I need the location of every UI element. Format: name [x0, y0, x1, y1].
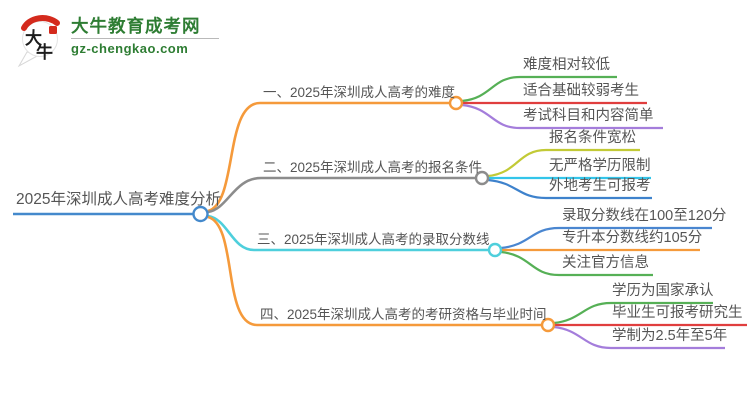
- logo-mark-char1: 大: [25, 28, 42, 48]
- branch-4-sub-1-label[interactable]: 学历为国家承认: [612, 283, 714, 299]
- logo-divider: [71, 38, 219, 39]
- branch-1-sub-2-label[interactable]: 适合基础较弱考生: [523, 83, 639, 99]
- edge-root-branch-3: [207, 214, 255, 252]
- edge-branch-3-sub-1: [500, 226, 712, 250]
- branch-3-sub-1-label[interactable]: 录取分数线在100至120分: [562, 208, 727, 224]
- branch-2-node-handle[interactable]: [474, 170, 490, 186]
- branch-3-sub-2-label[interactable]: 专升本分数线约105分: [562, 230, 703, 246]
- edge-branch-4-sub-3: [553, 325, 725, 350]
- logo-seal: [49, 26, 57, 34]
- logo-bubble-circle: [22, 21, 58, 57]
- edge-branch-1-sub-1: [461, 75, 617, 103]
- branch-1-sub-1-label[interactable]: 难度相对较低: [523, 57, 610, 73]
- root-node-label[interactable]: 2025年深圳成人高考难度分析: [16, 191, 221, 208]
- edge-branch-3-sub-3: [500, 250, 653, 277]
- branch-2-label[interactable]: 二、2025年深圳成人高考的报名条件: [263, 160, 483, 175]
- edge-root-branch-1: [207, 101, 261, 213]
- edge-root-branch-4: [207, 215, 258, 327]
- branch-4-node-handle[interactable]: [540, 317, 556, 333]
- logo-title: 大牛教育成考网: [71, 16, 201, 36]
- logo-mark-char2: 牛: [36, 42, 53, 62]
- edge-branch-4-sub-1: [553, 301, 713, 325]
- edge-branch-2-sub-1: [487, 148, 640, 178]
- branch-2-sub-1-label[interactable]: 报名条件宽松: [549, 130, 636, 146]
- branch-4-sub-2-label[interactable]: 毕业生可报考研究生: [612, 305, 743, 321]
- branch-3-sub-3-label[interactable]: 关注官方信息: [562, 255, 649, 271]
- root-node-handle[interactable]: [192, 205, 209, 223]
- site-logo: 大 牛 大牛教育成考网 gz-chengkao.com: [12, 8, 219, 68]
- branch-3-label[interactable]: 三、2025年深圳成人高考的录取分数线: [257, 232, 490, 247]
- branch-1-node-handle[interactable]: [448, 95, 464, 111]
- branch-1-label[interactable]: 一、2025年深圳成人高考的难度: [263, 85, 456, 100]
- edge-branch-1-sub-3: [461, 103, 663, 130]
- branch-3-node-handle[interactable]: [487, 242, 503, 258]
- branch-4-sub-3-label[interactable]: 学制为2.5年至5年: [612, 328, 728, 344]
- logo-subtitle: gz-chengkao.com: [71, 41, 189, 56]
- branch-4-label[interactable]: 四、2025年深圳成人高考的考研资格与毕业时间: [260, 307, 547, 322]
- edge-root-branch-2: [207, 176, 262, 214]
- logo-red-arc: [21, 15, 60, 31]
- branch-2-sub-2-label[interactable]: 无严格学历限制: [549, 158, 651, 174]
- logo-text-block: 大牛教育成考网 gz-chengkao.com: [71, 8, 219, 56]
- daniu-logo-icon: 大 牛: [17, 15, 60, 68]
- branch-2-sub-3-label[interactable]: 外地考生可报考: [549, 178, 651, 194]
- edge-branch-2-sub-3: [487, 178, 652, 200]
- branch-1-sub-3-label[interactable]: 考试科目和内容简单: [523, 108, 654, 124]
